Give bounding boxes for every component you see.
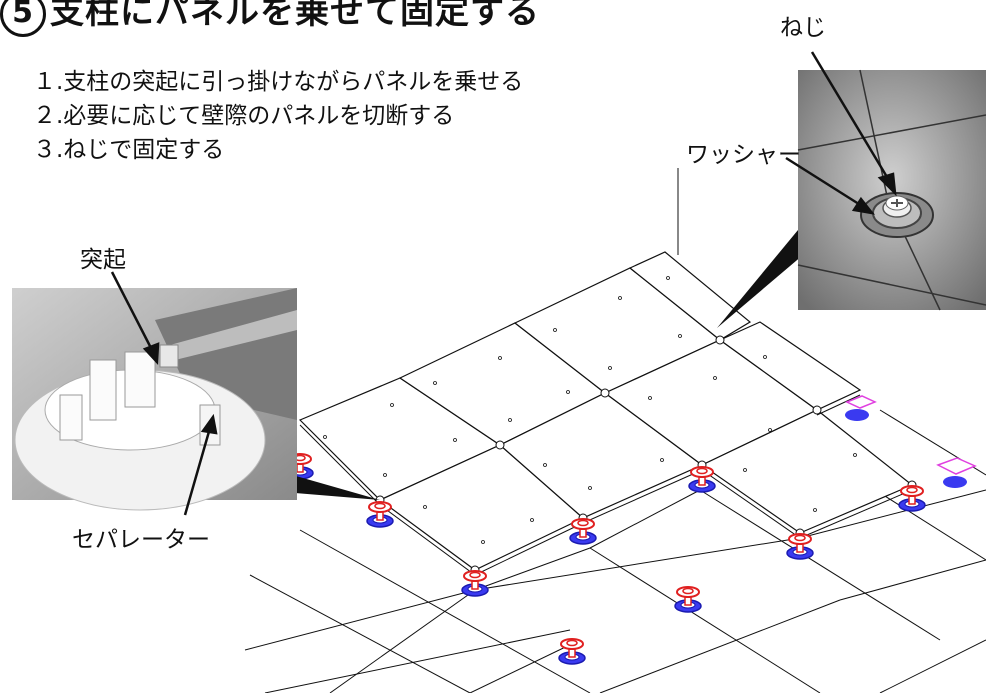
photo-separator [12, 288, 297, 511]
title-text: 支柱にパネルを乗せて固定する [50, 0, 540, 32]
step-number-badge: 5 [0, 0, 46, 37]
edge-pedestals [845, 395, 977, 488]
label-screw: ねじ [780, 15, 826, 41]
label-washer: ワッシャー [686, 142, 801, 168]
leader-arrows [110, 51, 897, 516]
step-1: １.支柱の突起に引っ掛けながらパネルを乗せる [33, 69, 524, 95]
floor-panels [298, 251, 914, 571]
callout-wedge-separator [275, 470, 380, 500]
step-2: ２.必要に応じて壁際のパネルを切断する [33, 103, 455, 129]
label-separator: セパレーター [72, 527, 210, 553]
callout-wedge-screw [717, 230, 803, 328]
floor-grid [244, 168, 986, 693]
step-3: ３.ねじで固定する [33, 137, 225, 163]
label-protrusion: 突起 [80, 247, 126, 273]
